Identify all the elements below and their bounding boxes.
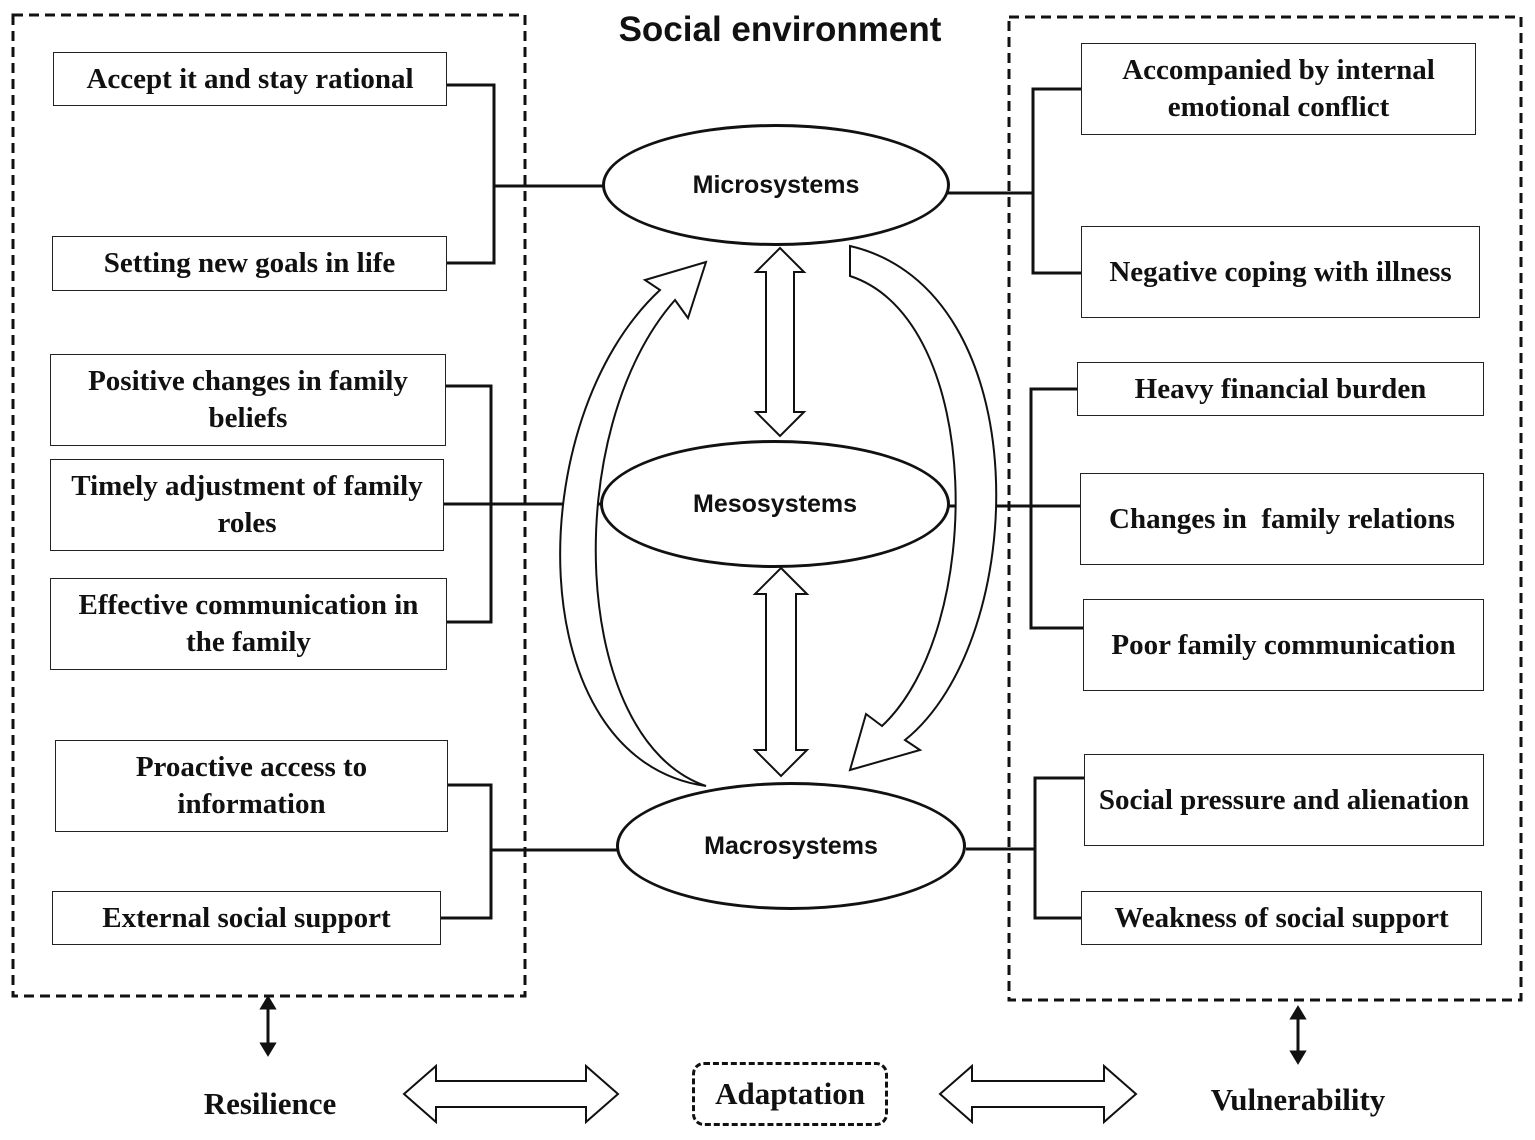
left-micro-bracket bbox=[447, 83, 603, 265]
resilience-adaptation-double-arrow bbox=[402, 1063, 620, 1125]
resilience-factor-box: Positive changes in family beliefs bbox=[50, 354, 446, 446]
vulnerability-factor-box: Weakness of social support bbox=[1081, 891, 1482, 945]
resilience-factor-box: Timely adjustment of family roles bbox=[50, 459, 444, 551]
resilience-factor-box: Effective communication in the family bbox=[50, 578, 447, 670]
left-curved-arrow bbox=[559, 260, 708, 787]
resilience-label: Resilience bbox=[203, 1086, 337, 1121]
vulnerability-label: Vulnerability bbox=[1210, 1082, 1386, 1117]
right-curved-arrow bbox=[848, 244, 998, 772]
vulnerability-factor-box: Social pressure and alienation bbox=[1084, 754, 1484, 846]
vulnerability-factor-box: Heavy financial burden bbox=[1077, 362, 1484, 416]
right-micro-bracket bbox=[948, 87, 1081, 275]
resilience-dashed-box bbox=[11, 13, 527, 998]
resilience-factor-box: Accept it and stay rational bbox=[53, 52, 447, 106]
vulnerability-dashed-box bbox=[1007, 15, 1523, 1002]
vulnerability-factor-box: Changes in family relations bbox=[1080, 473, 1484, 565]
resilience-factor-box: Setting new goals in life bbox=[52, 236, 447, 291]
left-macro-bracket bbox=[441, 783, 617, 920]
mesosystems-node: Mesosystems bbox=[600, 440, 950, 568]
resilience-factor-box: External social support bbox=[52, 891, 441, 945]
adaptation-label: Adaptation bbox=[715, 1076, 865, 1111]
vulnerability-factor-box: Poor family communication bbox=[1083, 599, 1484, 691]
micro-meso-double-arrow bbox=[753, 246, 807, 438]
mesosystems-label: Mesosystems bbox=[693, 489, 857, 518]
meso-macro-double-arrow bbox=[752, 566, 810, 778]
adaptation-box: Adaptation bbox=[692, 1062, 888, 1126]
vulnerability-small-arrow bbox=[1289, 1005, 1307, 1065]
right-macro-bracket bbox=[966, 776, 1084, 920]
vulnerability-factor-box: Accompanied by internal emotional confli… bbox=[1081, 43, 1476, 135]
adaptation-vulnerability-double-arrow bbox=[938, 1063, 1138, 1125]
page-title: Social environment bbox=[618, 10, 942, 49]
microsystems-label: Microsystems bbox=[692, 170, 860, 199]
microsystems-node: Microsystems bbox=[602, 124, 950, 246]
resilience-small-arrow bbox=[259, 995, 277, 1057]
macrosystems-label: Macrosystems bbox=[704, 831, 878, 860]
vulnerability-factor-box: Negative coping with illness bbox=[1081, 226, 1480, 318]
macrosystems-node: Macrosystems bbox=[616, 782, 966, 910]
resilience-factor-box: Proactive access to information bbox=[55, 740, 448, 832]
